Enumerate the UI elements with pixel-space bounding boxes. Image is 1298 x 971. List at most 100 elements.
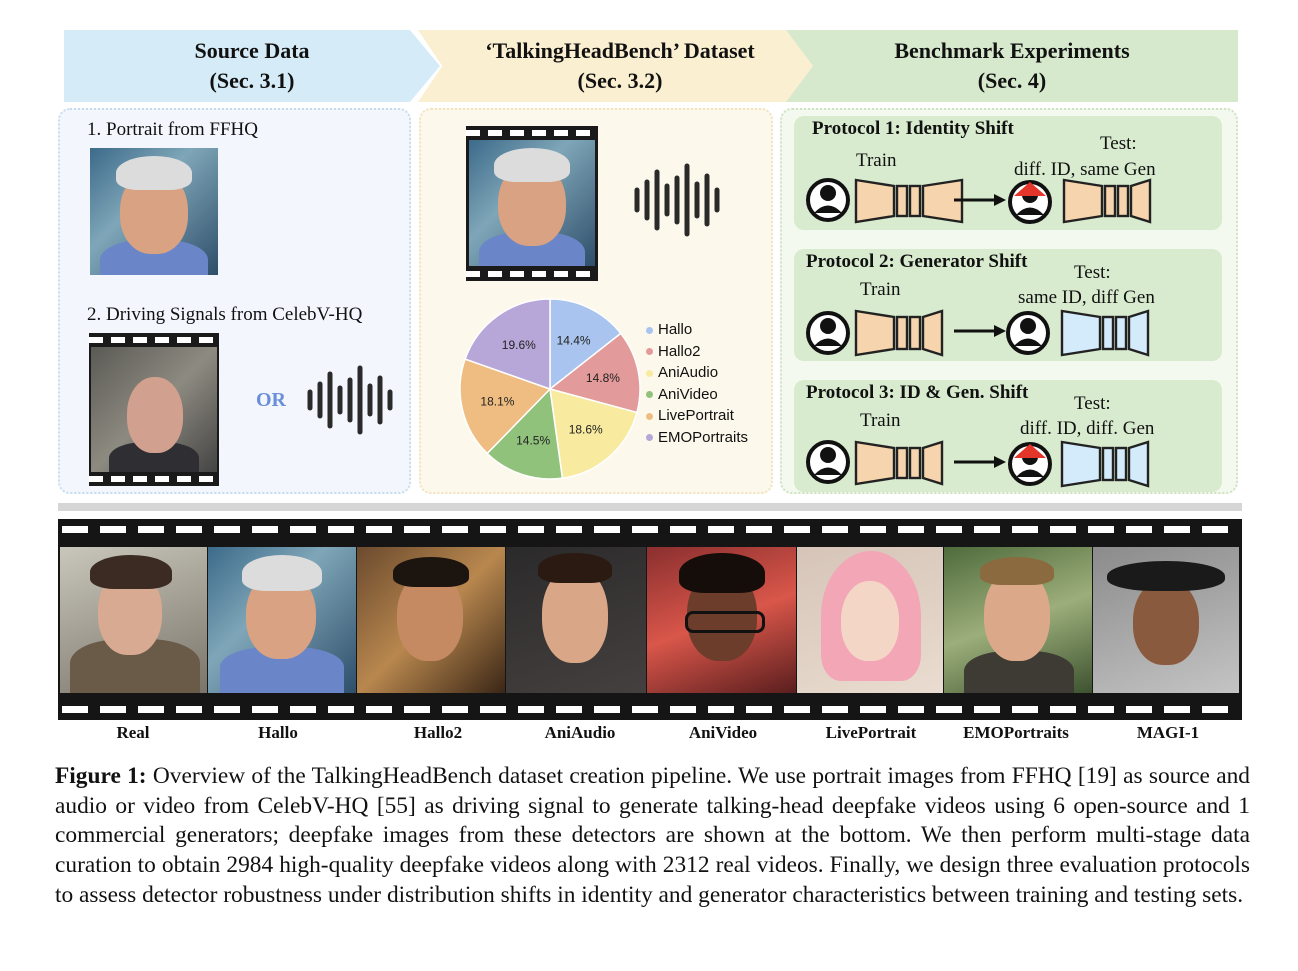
frame-real	[60, 547, 207, 693]
protocol-1-test-label: Test:	[1100, 133, 1137, 154]
dataset-video-frame	[469, 140, 595, 266]
generator-distribution-pie-chart: 14.4% 14.8% 18.6% 14.5% 18.1% 19.6%	[459, 298, 641, 480]
pie-label-anivideo: 14.5%	[516, 433, 550, 447]
train-person-icon	[806, 311, 850, 355]
legend-label: Hallo2	[658, 342, 701, 360]
test-different-person-icon	[1008, 442, 1052, 486]
protocol-2-box: Protocol 2: Generator Shift Train Test: …	[794, 249, 1222, 361]
pie-slice-aniaudio	[549, 387, 638, 479]
pie-slice-liveportrait	[459, 358, 552, 455]
frame-caption-anivideo: AniVideo	[688, 723, 758, 742]
ffhq-portrait-image	[90, 148, 218, 275]
legend-dot-icon	[646, 348, 653, 356]
legend-item-aniaudio: AniAudio	[646, 364, 718, 381]
frame-caption-hallo2: Hallo2	[413, 723, 463, 742]
train-person-icon	[806, 178, 850, 222]
frame-hallo2	[357, 547, 505, 693]
frame-caption-magi-1: MAGI-1	[1136, 723, 1200, 742]
driving-signal-step-label: 2. Driving Signals from CelebV-HQ	[87, 304, 363, 325]
legend-label: EMOPortraits	[658, 428, 749, 446]
test-different-model-icon	[1060, 309, 1150, 357]
frame-anivideo	[647, 547, 796, 693]
protocol-3-box: Protocol 3: ID & Gen. Shift Train Test: …	[794, 380, 1222, 492]
figure-caption: Figure 1: Overview of the TalkingHeadBen…	[55, 762, 1250, 911]
celebv-video-strip	[89, 333, 219, 486]
frame-liveportrait	[797, 547, 943, 693]
protocol-1-diagram	[806, 178, 1152, 224]
figure-label: Figure 1:	[55, 763, 147, 789]
arrow-icon	[954, 456, 1006, 468]
dataset-audio-waveform-icon	[634, 163, 720, 237]
dataset-video-strip	[466, 126, 598, 281]
legend-label: Hallo	[658, 321, 693, 338]
legend-item-emoportraits: EMOPortraits	[646, 429, 748, 446]
protocol-1-test-desc: diff. ID, same Gen	[1014, 159, 1156, 180]
train-person-icon	[806, 440, 850, 484]
legend-item-hallo2: Hallo2	[646, 343, 701, 360]
pie-label-hallo: 14.4%	[557, 333, 591, 347]
protocol-1-box: Protocol 1: Identity Shift Train Test: d…	[794, 116, 1222, 230]
legend-item-liveportrait: LivePortrait	[646, 407, 734, 424]
arrow-icon	[954, 194, 1006, 206]
frame-caption-real: Real	[116, 723, 150, 742]
pie-label-liveportrait: 18.1%	[480, 394, 514, 408]
protocol-3-train-label: Train	[860, 410, 901, 431]
pie-label-hallo2: 14.8%	[586, 371, 620, 385]
protocol-1-title: Protocol 1: Identity Shift	[812, 118, 1014, 139]
protocol-3-title: Protocol 3: ID & Gen. Shift	[806, 382, 1029, 403]
benchmark-title: Benchmark Experiments	[894, 38, 1130, 63]
pie-slice-emoportraits	[464, 298, 551, 391]
legend-dot-icon	[646, 326, 653, 334]
legend-dot-icon	[646, 434, 653, 442]
protocol-3-test-desc: diff. ID, diff. Gen	[1020, 418, 1155, 439]
pie-label-aniaudio: 18.6%	[569, 423, 603, 437]
dataset-title: ‘TalkingHeadBench’ Dataset	[485, 38, 755, 63]
source-data-section: (Sec. 3.1)	[209, 68, 295, 93]
frame-emoportraits	[944, 547, 1092, 693]
protocol-1-train-label: Train	[856, 150, 897, 171]
benchmark-section: (Sec. 4)	[977, 68, 1047, 93]
portrait-step-label: 1. Portrait from FFHQ	[87, 119, 258, 140]
protocol-2-train-label: Train	[860, 279, 901, 300]
benchmark-header: Benchmark Experiments (Sec. 4)	[786, 30, 1238, 102]
legend-dot-icon	[646, 369, 653, 377]
protocol-3-diagram	[806, 440, 1150, 488]
pie-slice-hallo2	[548, 332, 641, 414]
dataset-header: ‘TalkingHeadBench’ Dataset (Sec. 3.2)	[418, 30, 822, 102]
legend-label: LivePortrait	[658, 407, 734, 424]
source-data-title: Source Data	[194, 38, 310, 63]
pie-slice-hallo	[549, 298, 622, 391]
source-data-header: Source Data (Sec. 3.1)	[64, 30, 440, 102]
protocol-2-test-desc: same ID, diff Gen	[1018, 287, 1155, 308]
dataset-section: (Sec. 3.2)	[577, 68, 663, 93]
train-model-icon	[854, 309, 944, 357]
source-audio-waveform-icon	[307, 365, 393, 435]
frame-magi-1	[1093, 547, 1239, 693]
pie-label-emoportraits: 19.6%	[502, 338, 536, 352]
protocol-2-test-label: Test:	[1074, 262, 1111, 283]
frame-caption-aniaudio: AniAudio	[544, 723, 616, 742]
frame-hallo	[208, 547, 356, 693]
figure-caption-text: Overview of the TalkingHeadBench dataset…	[55, 763, 1250, 908]
protocol-3-test-label: Test:	[1074, 393, 1111, 414]
or-label: OR	[256, 389, 286, 411]
frame-caption-liveportrait: LivePortrait	[825, 723, 917, 742]
legend-label: AniVideo	[658, 385, 718, 403]
section-divider	[58, 503, 1242, 511]
pie-slice-anivideo	[486, 387, 564, 480]
legend-item-anivideo: AniVideo	[646, 386, 718, 403]
protocol-2-title: Protocol 2: Generator Shift	[806, 251, 1028, 272]
protocol-2-diagram	[806, 309, 1150, 357]
legend-item-hallo: Hallo	[646, 321, 692, 338]
train-model-icon	[854, 178, 964, 224]
test-same-person-icon	[1006, 311, 1050, 355]
frame-aniaudio	[506, 547, 646, 693]
frame-caption-hallo: Hallo	[258, 723, 298, 742]
celebv-video-frame	[91, 347, 217, 472]
arrow-icon	[954, 325, 1006, 337]
legend-dot-icon	[646, 391, 653, 399]
frame-caption-emoportraits: EMOPortraits	[963, 723, 1069, 742]
test-different-model-icon	[1060, 440, 1150, 488]
legend-dot-icon	[646, 412, 653, 420]
train-model-icon	[854, 440, 944, 486]
